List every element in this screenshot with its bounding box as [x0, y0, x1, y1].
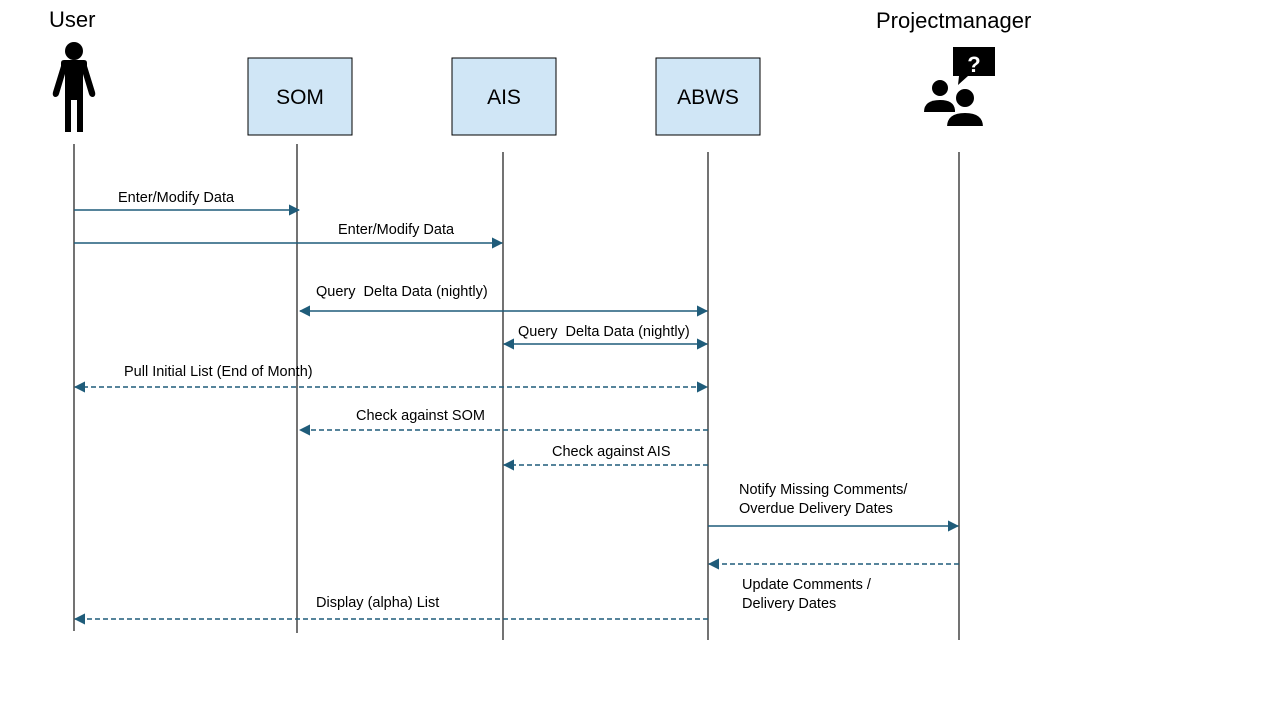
- som-box[interactable]: SOM: [247, 57, 353, 136]
- ais-box-label: AIS: [487, 86, 521, 109]
- message-label: Enter/Modify Data: [118, 190, 235, 206]
- ais-box[interactable]: AIS: [451, 57, 557, 136]
- message-label-line: Notify Missing Comments/: [739, 482, 908, 498]
- message-label: Check against AIS: [552, 444, 671, 460]
- user-actor-label: User: [49, 7, 95, 32]
- message-label: Query Delta Data (nightly): [316, 284, 488, 300]
- message-label-line: Overdue Delivery Dates: [739, 501, 893, 517]
- message-label: Check against SOM: [356, 408, 485, 424]
- message-label: Display (alpha) List: [316, 595, 439, 611]
- message-label: Enter/Modify Data: [338, 222, 455, 238]
- message-label: Query Delta Data (nightly): [518, 324, 690, 340]
- message-label-line: Delivery Dates: [742, 596, 836, 612]
- som-box-label: SOM: [276, 86, 324, 109]
- svg-text:?: ?: [967, 52, 980, 77]
- abws-box-label: ABWS: [677, 86, 739, 109]
- abws-box[interactable]: ABWS: [655, 57, 761, 136]
- person-icon: [52, 42, 96, 132]
- projectmanager-actor-label: Projectmanager: [876, 8, 1031, 33]
- people-question-icon: ?: [924, 47, 995, 128]
- message-label-line: Update Comments /: [742, 577, 872, 593]
- message-label: Pull Initial List (End of Month): [124, 364, 313, 380]
